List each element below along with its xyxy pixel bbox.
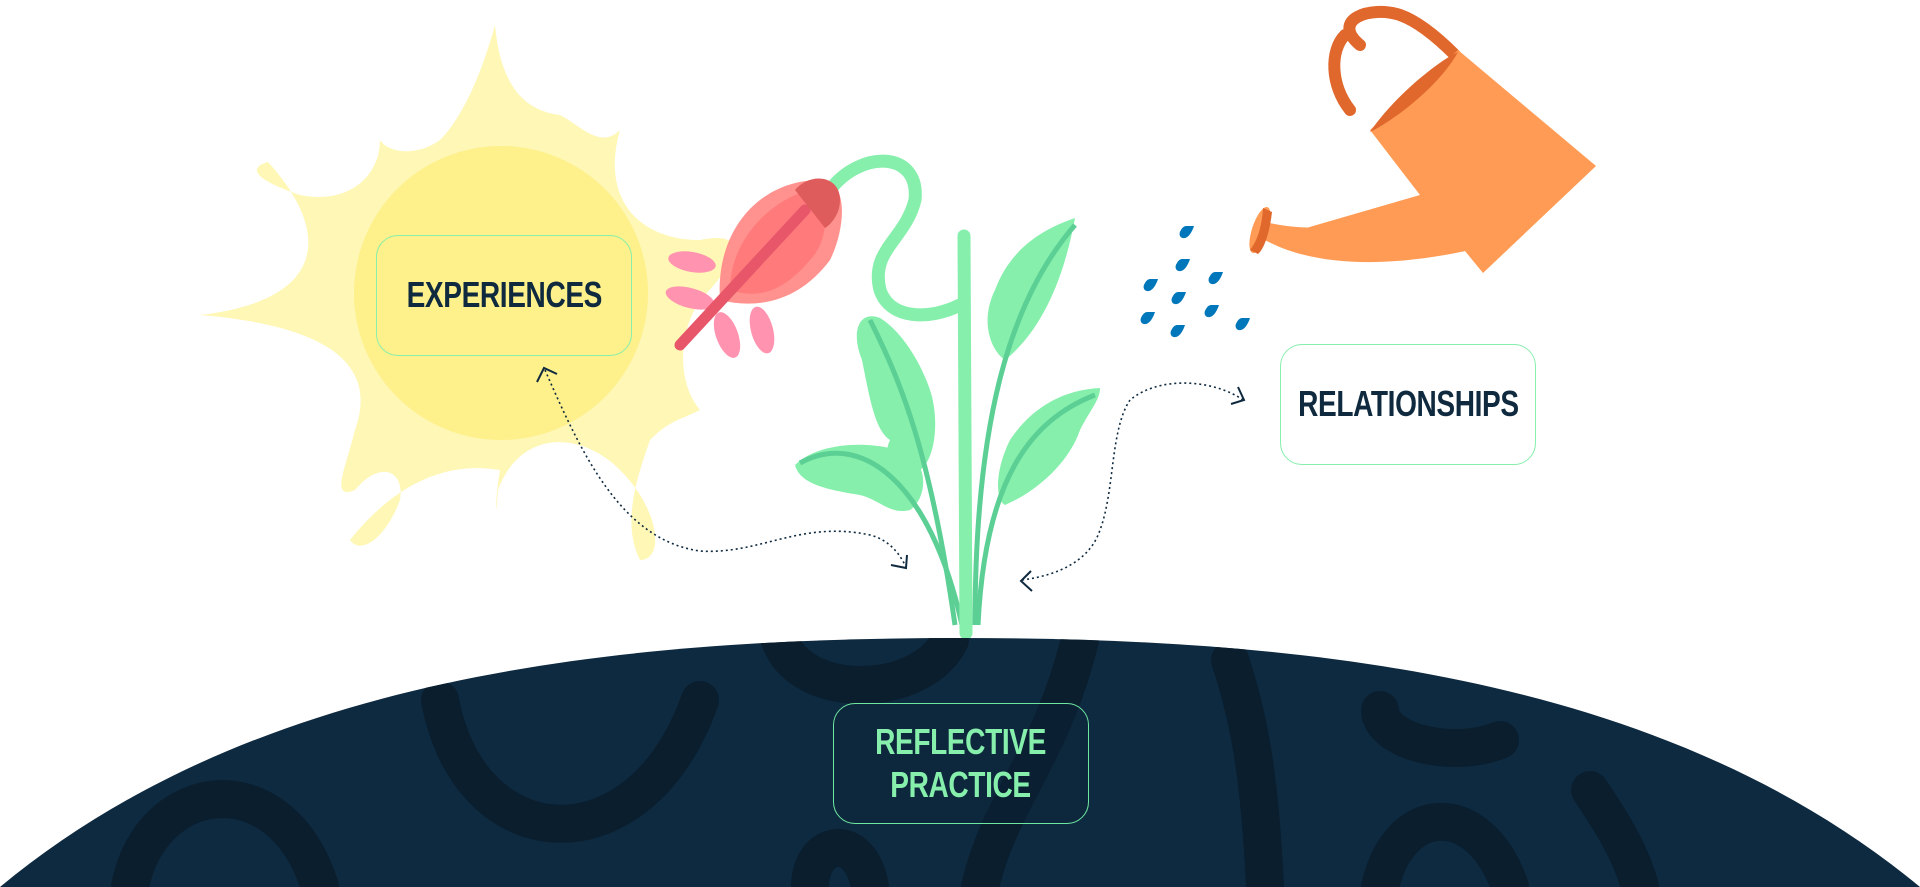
node-experiences: EXPERIENCES <box>376 235 632 356</box>
watering-can-icon <box>1249 5 1596 273</box>
connector-relationships-reflective <box>1019 382 1246 592</box>
water-drops-icon <box>1140 226 1250 338</box>
connector-experiences-reflective <box>536 366 908 570</box>
node-experiences-label: EXPERIENCES <box>406 274 602 316</box>
plant-icon <box>795 218 1100 640</box>
node-relationships-label: RELATIONSHIPS <box>1297 383 1519 425</box>
ground <box>0 638 1920 887</box>
flower-icon <box>665 178 842 358</box>
node-relationships: RELATIONSHIPS <box>1280 344 1536 465</box>
node-reflective-practice: REFLECTIVE PRACTICE <box>833 703 1089 824</box>
node-reflective-practice-label: REFLECTIVE PRACTICE <box>875 721 1047 805</box>
flower-stem <box>823 154 967 322</box>
